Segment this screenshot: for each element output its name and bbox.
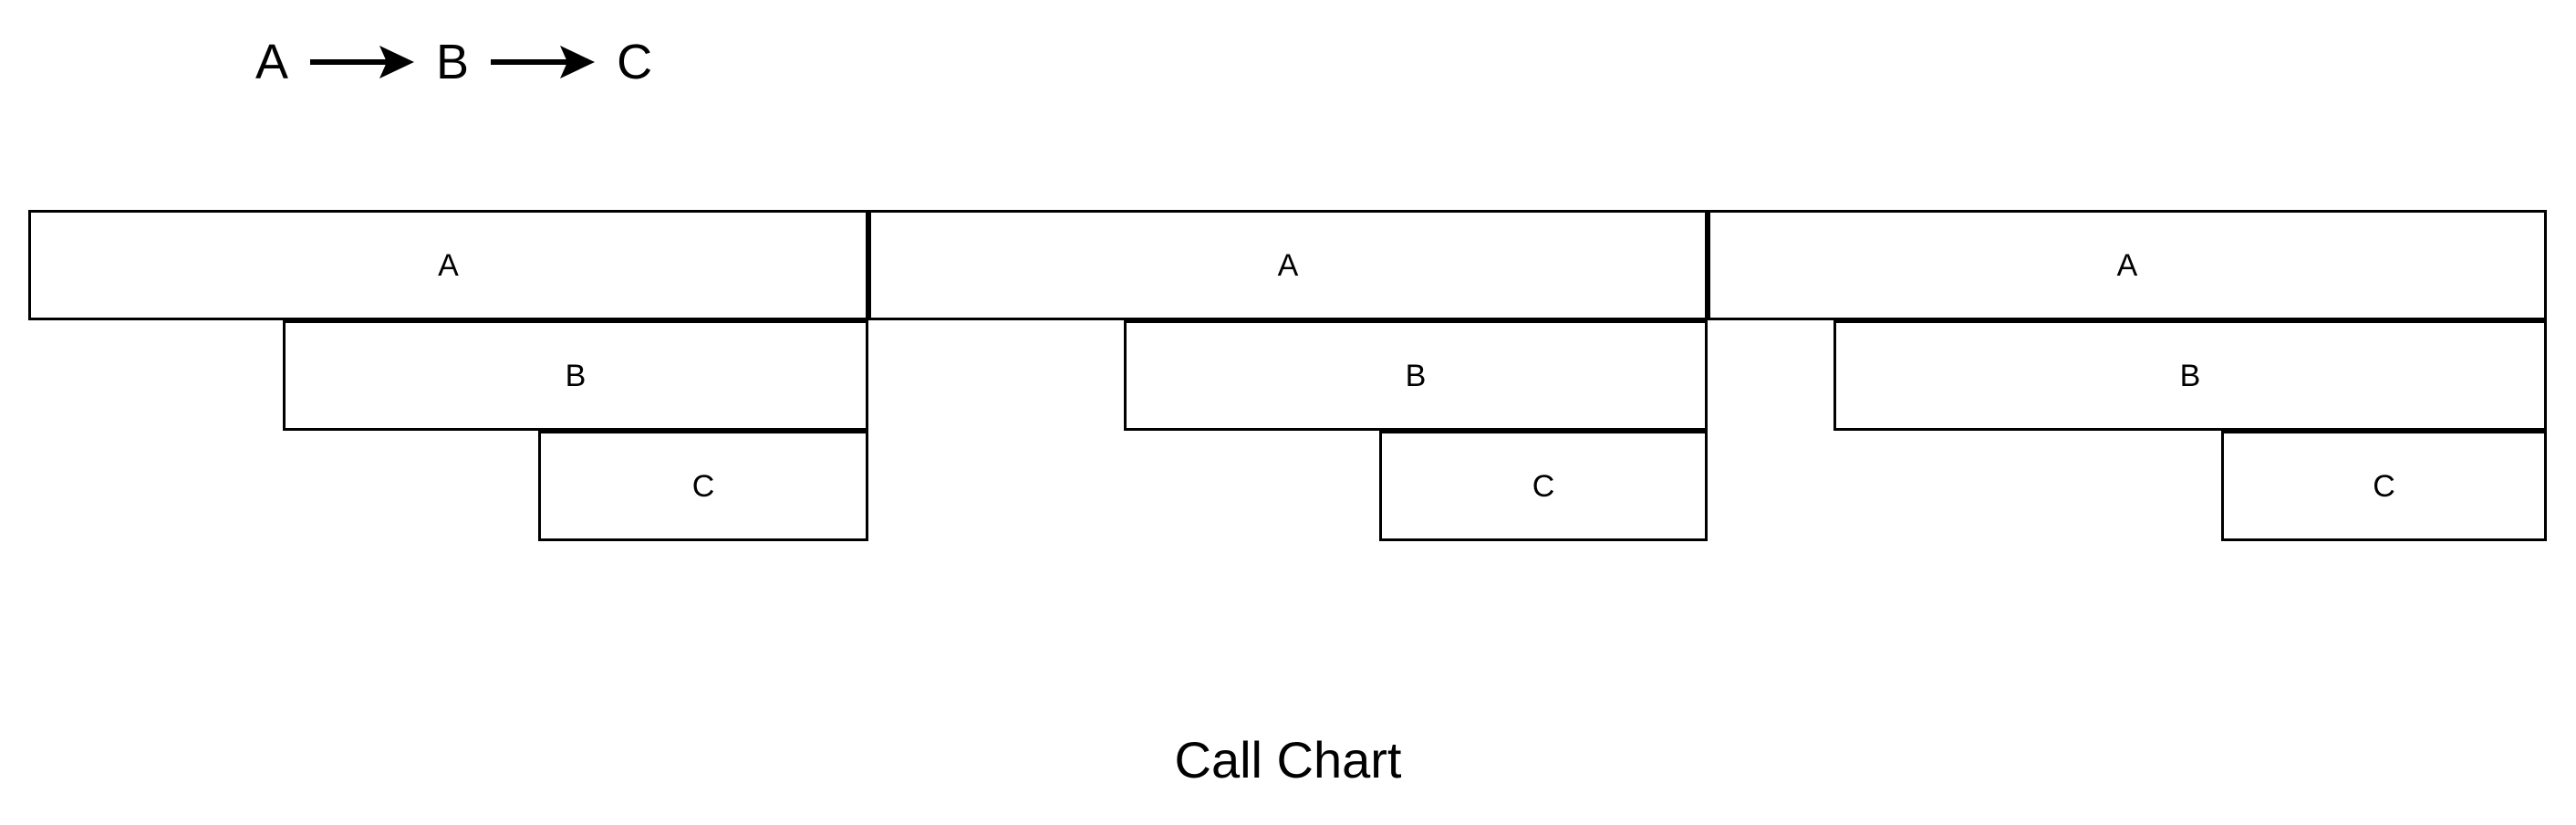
call-frame-label: A: [438, 247, 459, 283]
call-frame-label: C: [691, 468, 715, 504]
call-frame-label: B: [2179, 358, 2201, 393]
call-frame-label: A: [2116, 247, 2138, 283]
call-frame-c-1[interactable]: C: [538, 431, 868, 541]
sequence-node-c: C: [617, 35, 653, 89]
call-frame-label: A: [1277, 247, 1299, 283]
call-frame-label: C: [2373, 468, 2395, 504]
call-frame-label: C: [1532, 468, 1555, 504]
call-frame-a-2[interactable]: A: [868, 210, 1708, 320]
page-title: Call Chart: [1174, 731, 1402, 788]
sequence-node-a: A: [255, 35, 289, 89]
call-frame-label: B: [565, 358, 587, 393]
call-frame-a-1[interactable]: A: [28, 210, 868, 320]
call-frame-b-2[interactable]: B: [1124, 320, 1708, 431]
call-chart-canvas: A B C A B C A B C: [28, 210, 2547, 541]
call-frame-c-3[interactable]: C: [2221, 431, 2547, 541]
call-sequence-diagram: A B C: [255, 26, 652, 99]
call-frame-b-1[interactable]: B: [283, 320, 868, 431]
call-frame-c-2[interactable]: C: [1379, 431, 1708, 541]
right-arrow-icon: [489, 37, 597, 87]
call-frame-a-3[interactable]: A: [1708, 210, 2547, 320]
call-frame-label: B: [1405, 358, 1427, 393]
call-frame-b-3[interactable]: B: [1833, 320, 2547, 431]
sequence-node-b: B: [436, 35, 470, 89]
right-arrow-icon: [308, 37, 416, 87]
